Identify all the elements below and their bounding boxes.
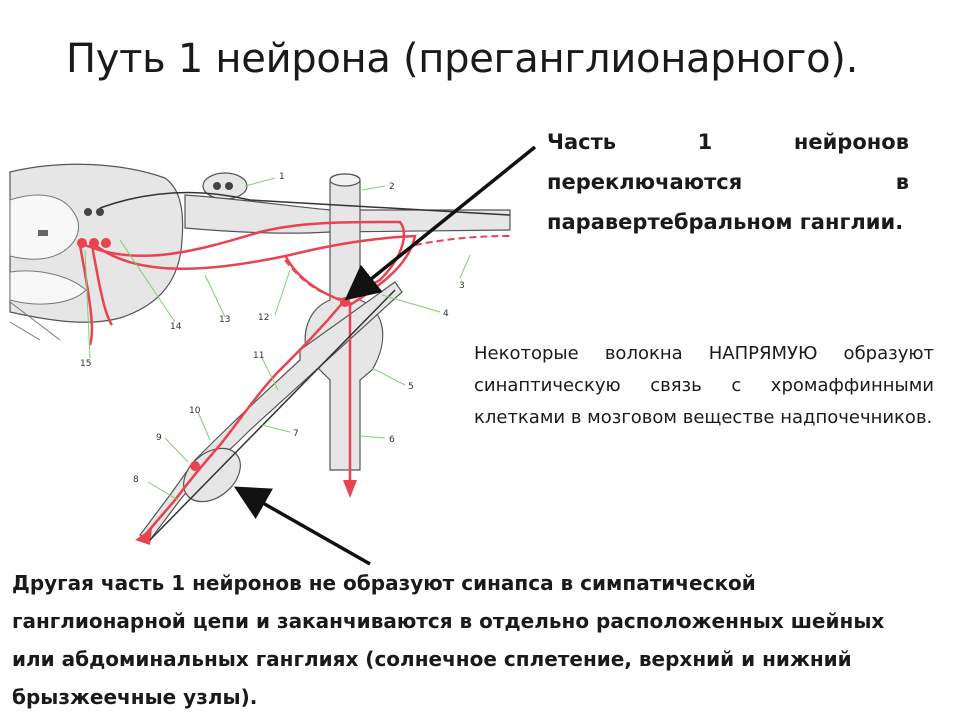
adrenal-direct-note: Некоторые волокна НАПРЯМУЮ образуют сина… bbox=[474, 343, 934, 428]
label-9: 9 bbox=[156, 433, 162, 443]
label-4: 4 bbox=[443, 309, 449, 319]
preganglionic-fibers bbox=[78, 220, 417, 536]
label-2: 2 bbox=[389, 182, 395, 192]
central-canal bbox=[38, 230, 48, 236]
label-11: 11 bbox=[253, 351, 264, 361]
label-5: 5 bbox=[408, 382, 414, 392]
label-3: 3 bbox=[459, 281, 465, 291]
slide-title: Путь 1 нейрона (преганглионарного). bbox=[66, 36, 858, 82]
neuron-bodies bbox=[77, 208, 350, 471]
label-leaders bbox=[84, 177, 471, 501]
label-15: 15 bbox=[80, 359, 91, 369]
label-7: 7 bbox=[293, 429, 299, 439]
splanchnic-nerve bbox=[139, 281, 403, 541]
label-6: 6 bbox=[389, 435, 395, 445]
paravertebral-note: Часть 1 нейронов переключаются в паравер… bbox=[547, 130, 909, 234]
label-14: 14 bbox=[170, 322, 182, 332]
label-12: 12 bbox=[258, 313, 269, 323]
label-10: 10 bbox=[189, 406, 201, 416]
label-1: 1 bbox=[279, 172, 285, 182]
paravertebral-pointer-arrow bbox=[344, 145, 537, 301]
spinal-cord bbox=[9, 163, 184, 341]
figure-labels: 1 2 3 4 5 6 7 8 9 10 11 12 13 14 15 bbox=[80, 172, 465, 485]
abdominal-direction-arrowhead bbox=[135, 528, 152, 545]
adrenal-direction-arrowhead bbox=[343, 480, 357, 498]
label-13: 13 bbox=[219, 315, 230, 325]
prevertebral-pointer-arrow bbox=[233, 486, 371, 566]
prevertebral-note: Другая часть 1 нейронов не образуют сина… bbox=[12, 571, 885, 709]
label-8: 8 bbox=[133, 475, 139, 485]
